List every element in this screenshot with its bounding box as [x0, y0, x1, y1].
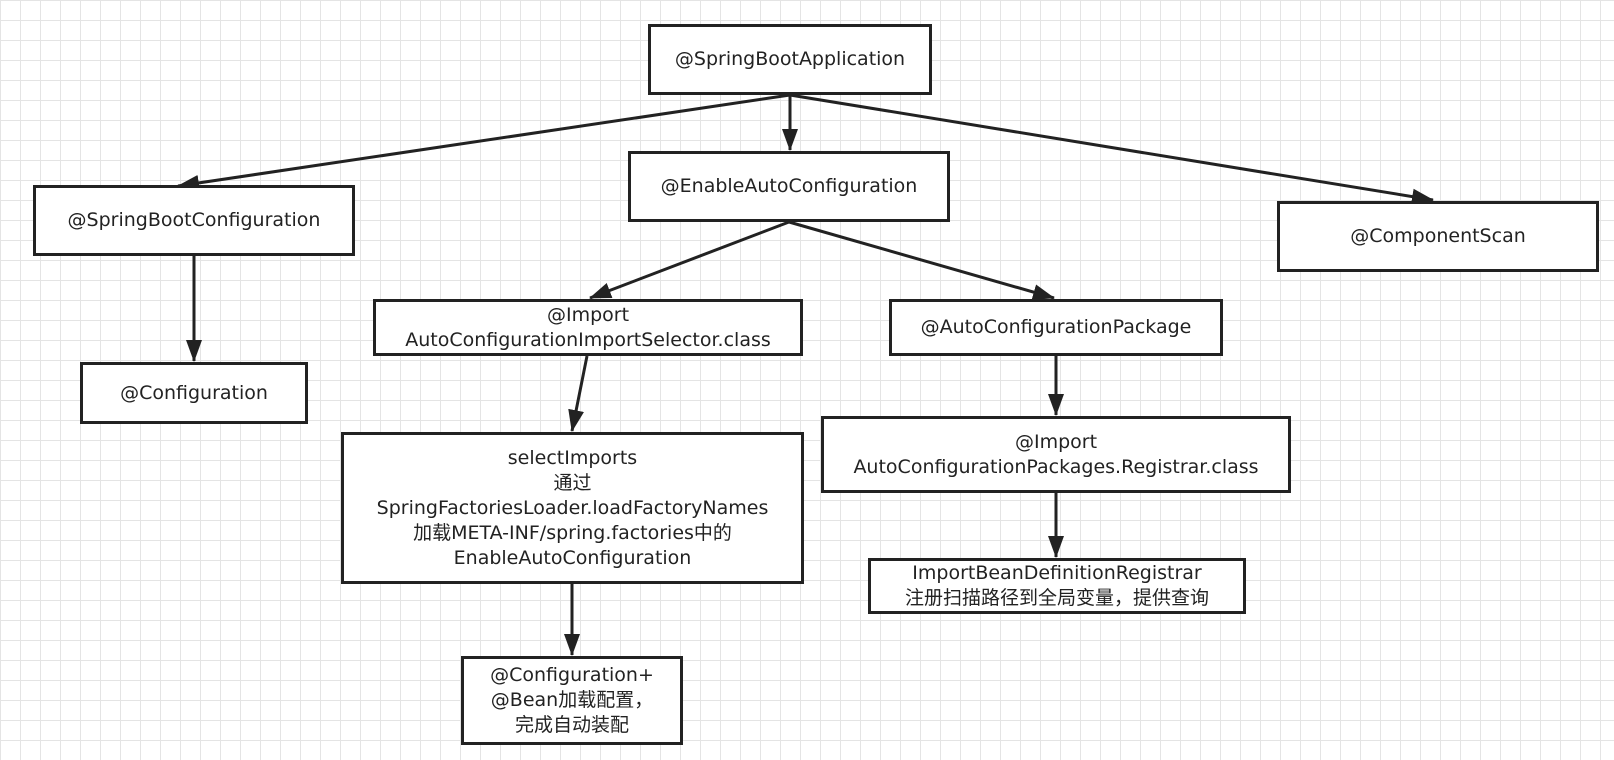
edge-import-selector-to-select-imports: [568, 355, 589, 432]
node-text-line: 完成自动装配: [514, 714, 629, 736]
node-text-line: SpringFactoriesLoader.loadFactoryNames: [376, 496, 769, 519]
node-text-line: ImportBeanDefinitionRegistrar: [912, 562, 1202, 584]
node-text-line: @Bean加载配置，: [490, 689, 654, 711]
node-text-line: @Import: [1014, 430, 1098, 453]
node-spring-boot-application: @SpringBootApplication: [648, 24, 932, 95]
node-text-line: AutoConfigurationPackages.Registrar.clas…: [853, 455, 1259, 478]
edge-spring-boot-application-to-component-scan: [789, 93, 1434, 205]
node-configuration: @Configuration: [80, 362, 308, 424]
node-enable-auto-configuration: @EnableAutoConfiguration: [628, 151, 950, 222]
node-import-bean-definition-registrar: ImportBeanDefinitionRegistrar 注册扫描路径到全局变量…: [868, 558, 1246, 614]
edge-enable-auto-configuration-to-auto-configuration-package: [788, 220, 1055, 300]
node-text-line: @ComponentScan: [1350, 225, 1526, 247]
node-spring-boot-configuration: @SpringBootConfiguration: [33, 185, 355, 256]
node-text-line: EnableAutoConfiguration: [453, 546, 692, 569]
node-text-line: @EnableAutoConfiguration: [660, 175, 918, 197]
node-configuration-bean: @Configuration+ @Bean加载配置， 完成自动装配: [461, 656, 683, 745]
node-text-line: @SpringBootConfiguration: [67, 209, 321, 231]
node-component-scan: @ComponentScan: [1277, 201, 1599, 272]
node-text-line: @Configuration+: [490, 664, 654, 686]
node-text-line: @AutoConfigurationPackage: [920, 316, 1192, 338]
node-text-line: 通过: [553, 471, 592, 494]
node-text-line: AutoConfigurationImportSelector.class: [405, 328, 771, 351]
node-text-line: @Configuration: [120, 381, 268, 404]
node-text-line: 注册扫描路径到全局变量，提供查询: [904, 587, 1209, 609]
node-text-line: 加载META-INF/spring.factories中的: [413, 521, 732, 544]
node-text-line: @SpringBootApplication: [674, 48, 906, 70]
node-text-line: selectImports: [507, 446, 638, 469]
edge-spring-boot-application-to-spring-boot-configuration: [177, 93, 791, 191]
edge-enable-auto-configuration-to-import-selector: [589, 220, 790, 300]
node-auto-configuration-package: @AutoConfigurationPackage: [889, 299, 1223, 356]
node-text-line: @Import: [546, 303, 630, 326]
